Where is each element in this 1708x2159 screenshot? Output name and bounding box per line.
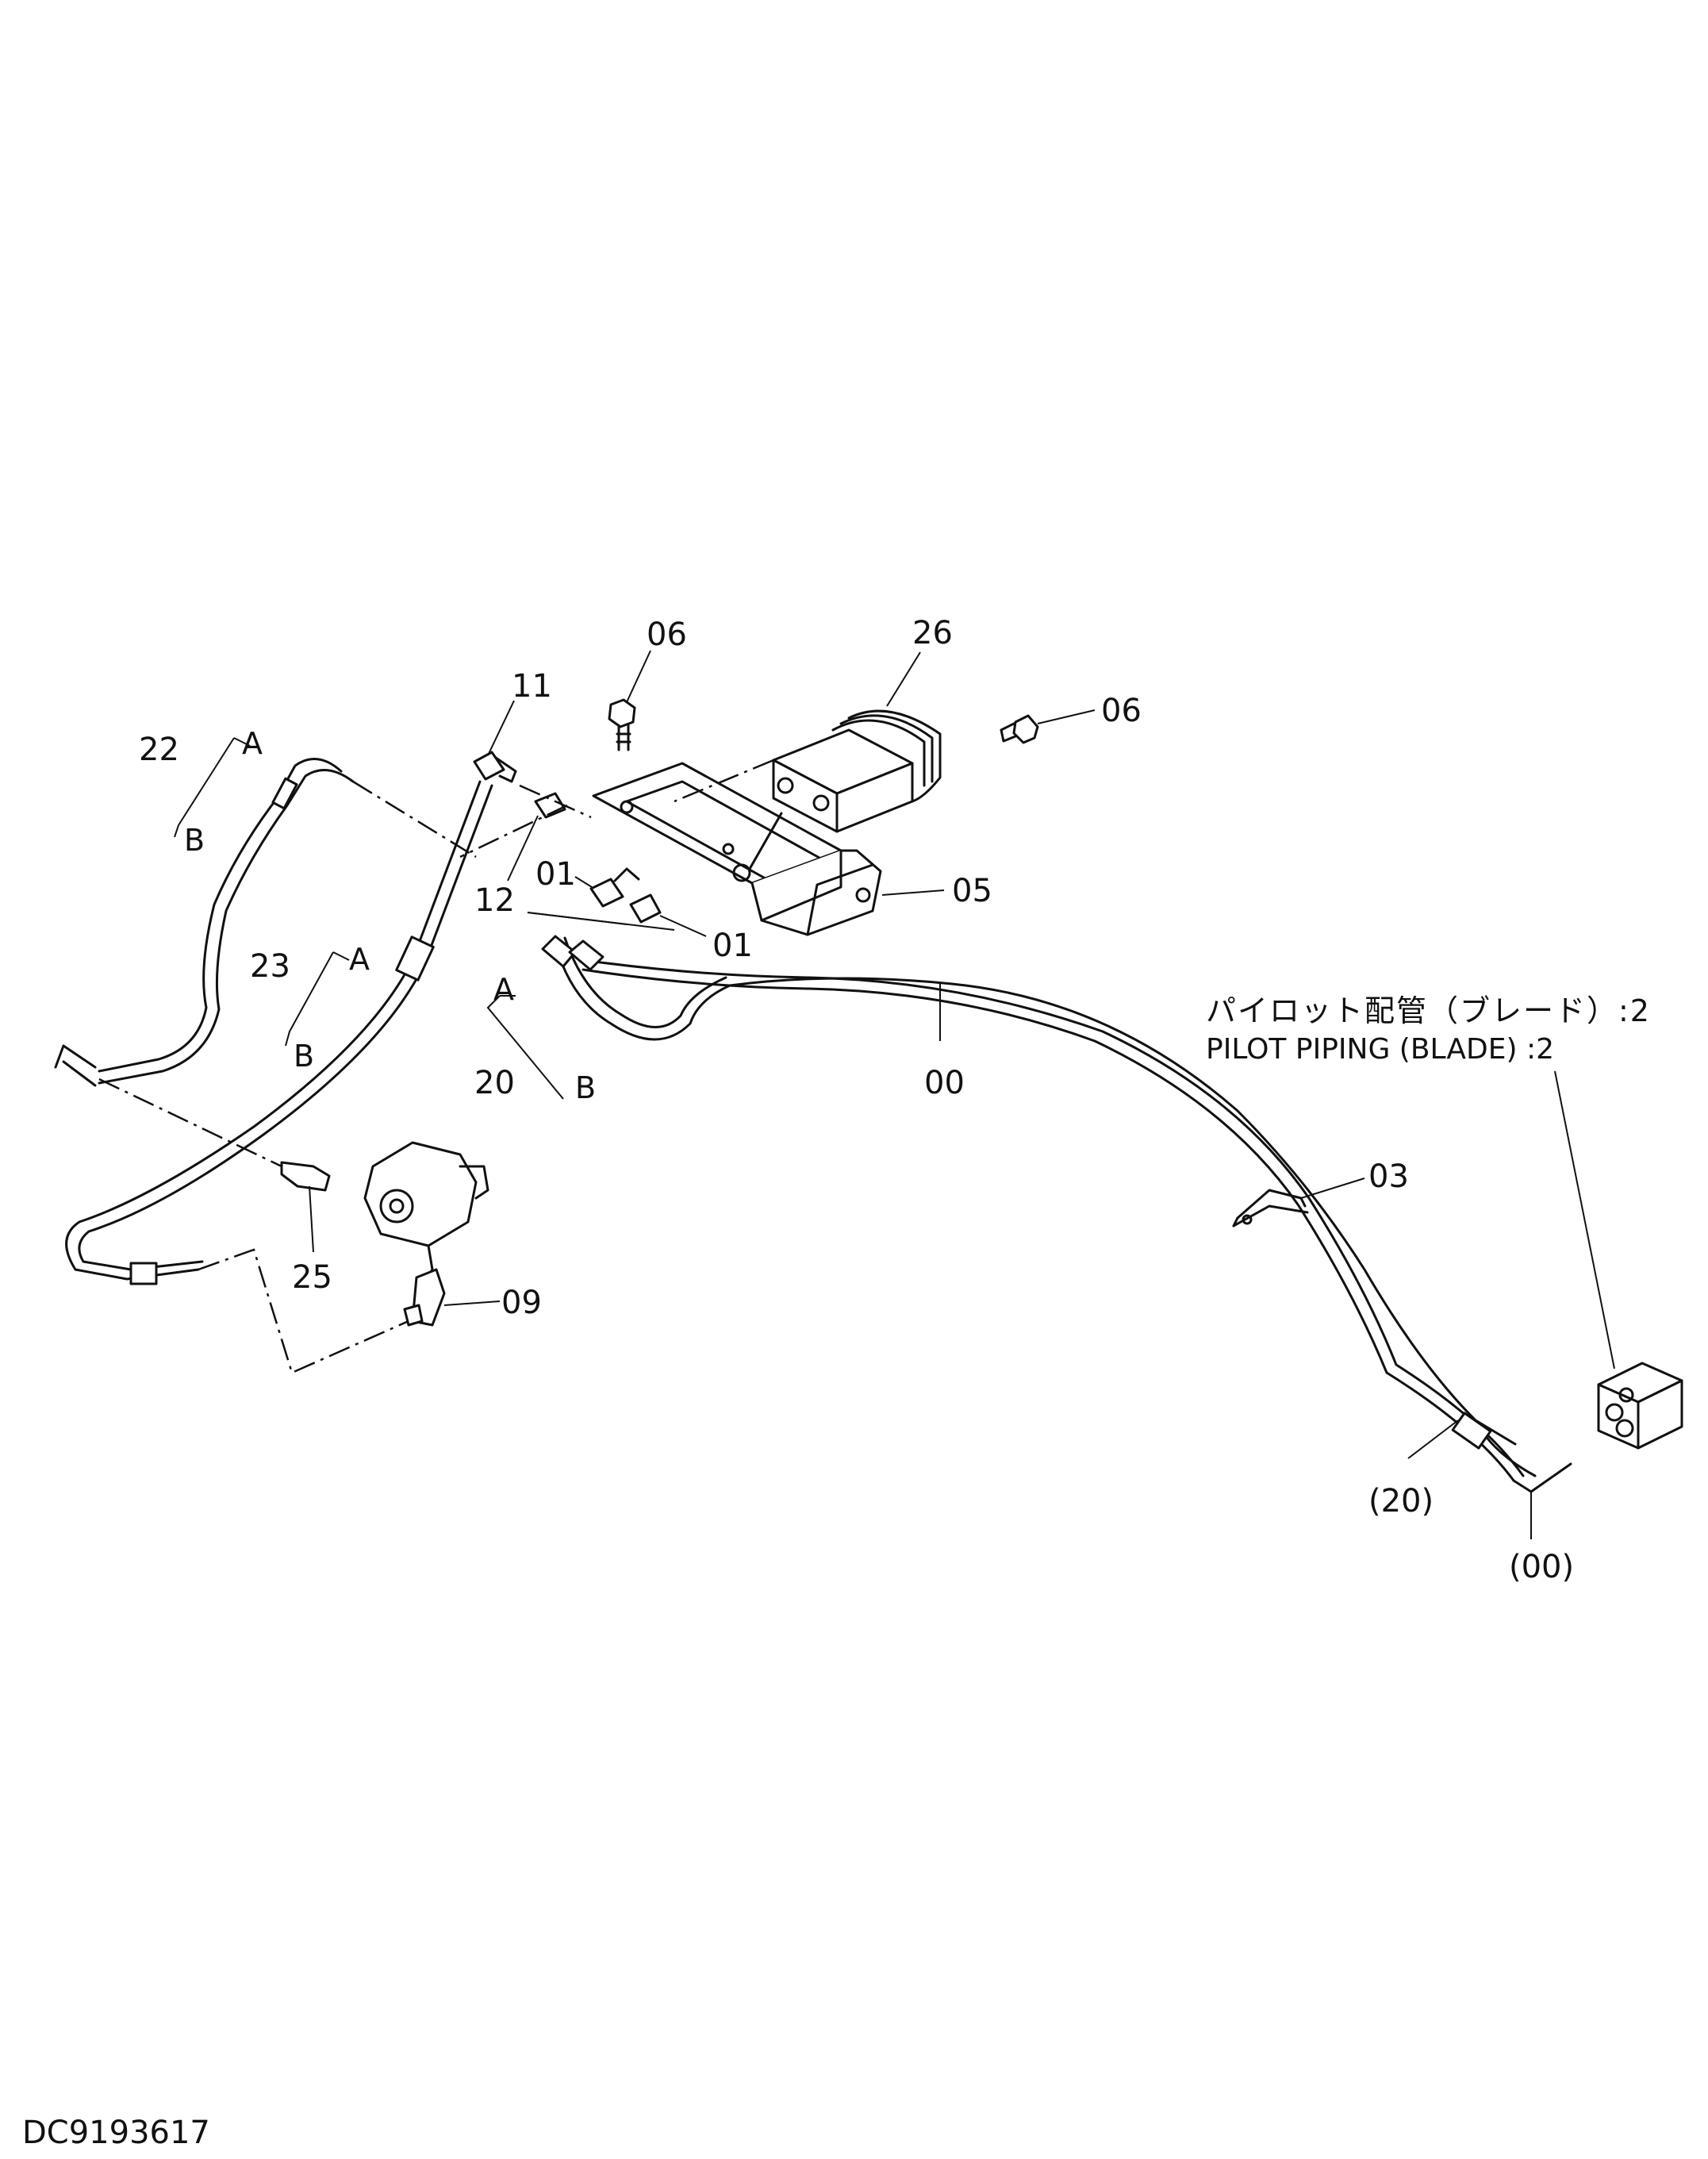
leader-01b <box>659 915 707 937</box>
leader-03 <box>1300 1177 1365 1199</box>
hose-23-part <box>65 780 493 1285</box>
leader-06a <box>626 650 651 703</box>
label-part-26: 26 <box>912 615 953 651</box>
tee-09-part <box>403 1268 446 1327</box>
label-part-22: 22 <box>139 732 179 768</box>
drawing-number: DC9193617 <box>22 2115 210 2151</box>
leader-20ref <box>1407 1419 1459 1459</box>
elbow-01-part-a <box>589 867 640 908</box>
label-a-20: A <box>493 972 514 1007</box>
clamp-03-part <box>1232 1189 1309 1227</box>
label-b-22: B <box>184 823 205 858</box>
elbow-fitting-11-part <box>473 751 517 783</box>
adapter-12-part <box>534 792 566 819</box>
label-b-23: B <box>294 1039 315 1074</box>
connection-line-22 <box>352 780 477 859</box>
leader-25 <box>309 1185 314 1253</box>
bracket-23 <box>285 951 350 1047</box>
pump-part <box>363 1141 489 1283</box>
hose-end-fittings-a <box>541 935 605 971</box>
bracket-05-part <box>592 762 882 936</box>
bracket-22 <box>174 737 251 838</box>
label-part-20-ref: (20) <box>1368 1483 1434 1519</box>
label-part-09: 09 <box>501 1285 542 1321</box>
leader-note <box>1554 1070 1615 1370</box>
connection-line-12 <box>459 804 568 859</box>
box-26-part <box>732 709 942 882</box>
bolt-06-part-top <box>608 698 636 751</box>
valve-block-part <box>1597 1362 1683 1450</box>
leader-12 <box>507 815 539 882</box>
elbow-01-part-b <box>629 893 662 924</box>
label-b-20: B <box>575 1070 597 1105</box>
assembly-note-english: PILOT PIPING (BLADE) :2 <box>1206 1033 1555 1066</box>
label-part-05: 05 <box>952 873 992 909</box>
label-part-12: 12 <box>474 882 515 919</box>
bolt-06-part-right <box>1000 714 1039 744</box>
bracket-20 <box>486 995 564 1100</box>
label-part-06-right: 06 <box>1101 693 1142 729</box>
connection-line-a-b <box>98 1078 282 1168</box>
leader-01a <box>574 876 593 888</box>
label-part-11: 11 <box>512 668 552 705</box>
leader-tri-b <box>527 912 675 931</box>
label-part-25: 25 <box>292 1259 332 1296</box>
label-part-03: 03 <box>1368 1158 1409 1195</box>
label-part-06-top: 06 <box>647 617 687 653</box>
label-part-01-b: 01 <box>712 928 753 964</box>
label-part-20: 20 <box>474 1065 515 1101</box>
label-part-00-ref: (00) <box>1509 1549 1575 1585</box>
label-a-22: A <box>242 726 263 761</box>
assembly-note-japanese: パイロット配管（ブレード）:2 <box>1206 993 1651 1028</box>
hose-22-part <box>54 758 355 1087</box>
label-part-00: 00 <box>924 1065 965 1101</box>
leader-26 <box>886 651 921 707</box>
leader-06b <box>1037 709 1096 724</box>
leader-05 <box>881 889 945 896</box>
label-a-23: A <box>349 942 370 977</box>
connection-line-23 <box>198 1248 409 1374</box>
hose-20-part <box>554 936 1537 1477</box>
label-part-01-a: 01 <box>535 856 576 893</box>
adapter-25-part <box>280 1161 331 1192</box>
label-part-23: 23 <box>250 948 290 985</box>
leader-09 <box>443 1300 501 1306</box>
connection-line-11 <box>519 784 592 819</box>
leader-11 <box>487 700 515 756</box>
connection-line-box <box>674 759 774 803</box>
